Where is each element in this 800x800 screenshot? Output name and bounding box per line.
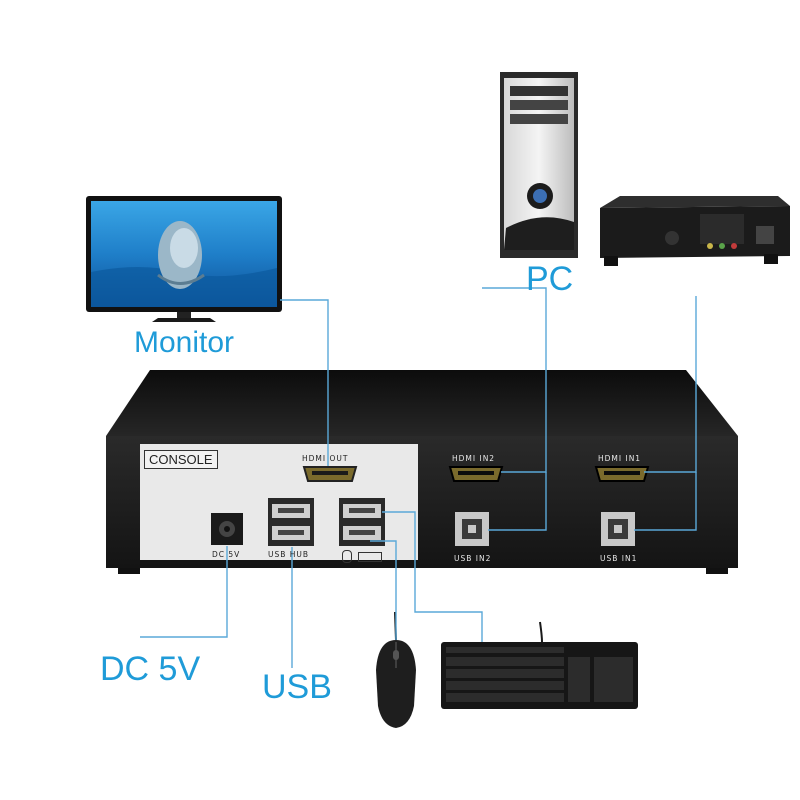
console-label: CONSOLE bbox=[144, 450, 218, 469]
monitor-label: Monitor bbox=[134, 326, 235, 359]
usb-in2-label: USB IN2 bbox=[454, 554, 492, 563]
projector-image bbox=[600, 196, 790, 266]
hdmi-in1-label: HDMI IN1 bbox=[598, 454, 642, 463]
pc-tower-image bbox=[500, 72, 578, 258]
keyboard-image bbox=[441, 621, 638, 709]
kvm-switch-image bbox=[106, 370, 738, 574]
hdmi-out-label: HDMI OUT bbox=[302, 454, 349, 463]
pc-label: PC bbox=[526, 260, 574, 298]
hdmi-in2-label: HDMI IN2 bbox=[452, 454, 496, 463]
mouse-port-icon bbox=[342, 550, 352, 563]
keyboard-port-icon bbox=[358, 552, 382, 562]
usb-label: USB bbox=[262, 668, 332, 706]
usb-in1-label: USB IN1 bbox=[600, 554, 638, 563]
monitor-image bbox=[86, 196, 282, 322]
connection-lines bbox=[140, 287, 697, 668]
dc-label: DC 5V bbox=[100, 650, 201, 688]
usb-hub-label: USB HUB bbox=[268, 550, 310, 559]
dc-5v-port-label: DC 5V bbox=[212, 550, 241, 559]
